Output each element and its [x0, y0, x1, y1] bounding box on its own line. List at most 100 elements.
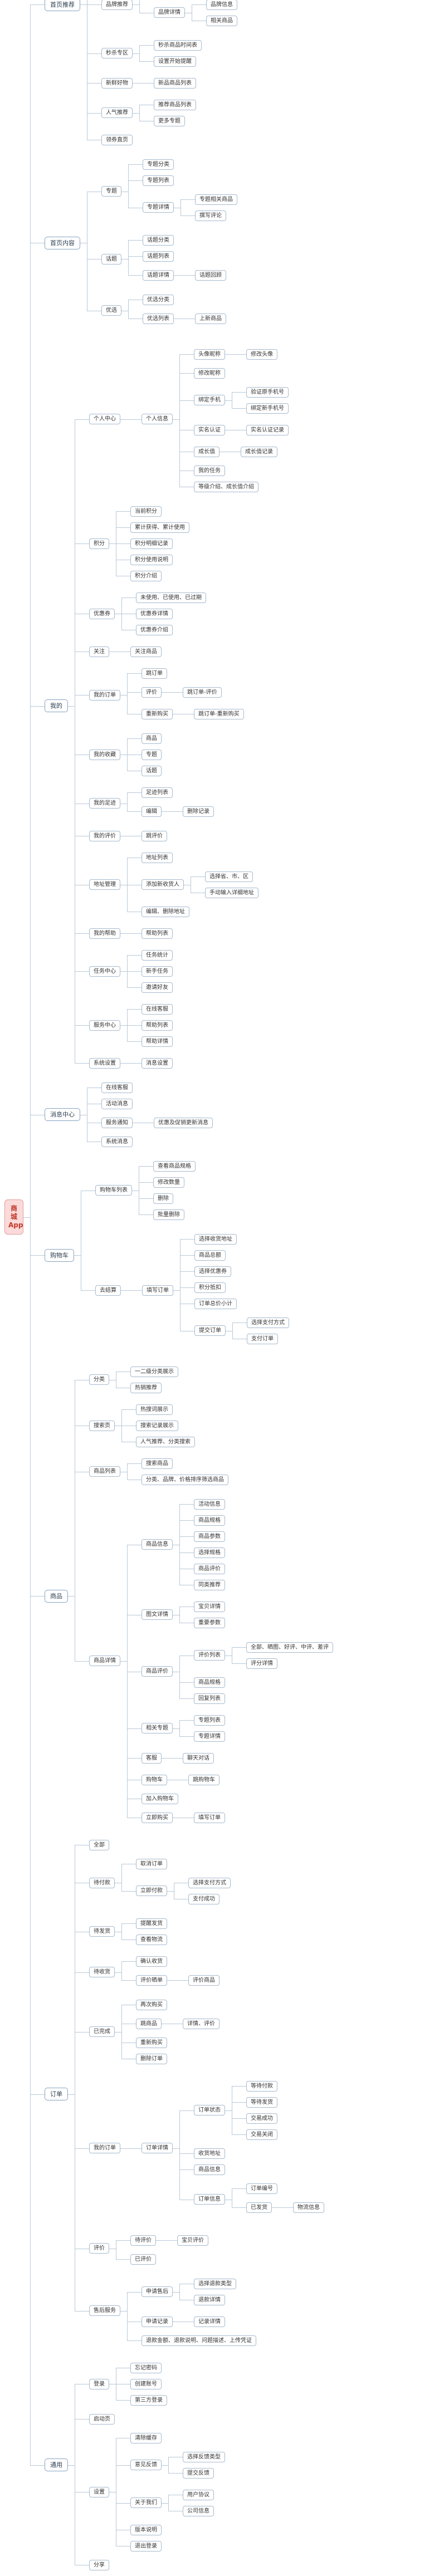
mindmap-node[interactable]: 专题 [101, 186, 121, 197]
mindmap-node[interactable]: 申请售后 [142, 2286, 173, 2297]
mindmap-node[interactable]: 交易成功 [246, 2113, 277, 2124]
branch-node[interactable]: 购物车 [45, 1248, 74, 1262]
mindmap-node[interactable]: 跳评价 [142, 830, 167, 841]
mindmap-node[interactable]: 服务中心 [89, 1020, 120, 1031]
mindmap-node[interactable]: 话题分类 [143, 234, 174, 246]
mindmap-node[interactable]: 立即付款 [136, 1886, 167, 1896]
mindmap-node[interactable]: 我的收藏 [89, 749, 120, 760]
mindmap-node[interactable]: 订单编号 [246, 2183, 277, 2194]
mindmap-node[interactable]: 我的评价 [89, 830, 120, 841]
mindmap-node[interactable]: 已发货 [246, 2202, 272, 2213]
mindmap-node[interactable]: 我的足迹 [89, 798, 120, 809]
mindmap-node[interactable]: 购物车 [142, 1774, 167, 1785]
mindmap-node[interactable]: 新品商品列表 [154, 77, 196, 89]
mindmap-node[interactable]: 系统设置 [89, 1057, 120, 1069]
mindmap-node[interactable]: 商品规格 [194, 1677, 225, 1688]
mindmap-node[interactable]: 消息设置 [142, 1057, 173, 1069]
mindmap-node[interactable]: 商品信息 [142, 1539, 173, 1550]
mindmap-node[interactable]: 清除缓存 [130, 2432, 162, 2443]
mindmap-node[interactable]: 重要参数 [194, 1617, 225, 1628]
mindmap-node[interactable]: 相关专题 [142, 1723, 173, 1733]
branch-node[interactable]: 首页内容 [45, 236, 80, 249]
mindmap-node[interactable]: 聊天对话 [183, 1752, 214, 1764]
mindmap-node[interactable]: 秒杀专区 [101, 48, 133, 58]
mindmap-node[interactable]: 创建账号 [130, 2378, 162, 2389]
mindmap-node[interactable]: 商品 [142, 733, 162, 744]
mindmap-node[interactable]: 跳购物车 [188, 1774, 220, 1785]
mindmap-node[interactable]: 等待发货 [246, 2097, 277, 2108]
mindmap-node[interactable]: 专题 [142, 749, 162, 760]
mindmap-node[interactable]: 优选分类 [143, 294, 174, 305]
mindmap-node[interactable]: 删除订单 [136, 2053, 167, 2064]
mindmap-node[interactable]: 优惠券介绍 [136, 624, 173, 635]
mindmap-node[interactable]: 系统消息 [101, 1136, 133, 1147]
mindmap-node[interactable]: 商品规格 [194, 1515, 225, 1526]
mindmap-node[interactable]: 订单总价小计 [194, 1298, 237, 1309]
mindmap-node[interactable]: 立即购买 [142, 1812, 173, 1823]
mindmap-node[interactable]: 选择收货地址 [194, 1233, 237, 1245]
mindmap-node[interactable]: 待发货 [89, 1926, 115, 1937]
mindmap-node[interactable]: 更多专题 [154, 115, 185, 126]
mindmap-node[interactable]: 记录详情 [194, 2316, 225, 2327]
mindmap-node[interactable]: 查看物流 [136, 1934, 167, 1945]
mindmap-node[interactable]: 秒杀商品时间表 [154, 40, 202, 51]
mindmap-node[interactable]: 专题详情 [194, 1731, 225, 1742]
mindmap-node[interactable]: 分类 [89, 1374, 109, 1385]
mindmap-node[interactable]: 优选列表 [143, 313, 174, 324]
mindmap-node[interactable]: 等级介绍、成长值介绍 [194, 481, 258, 492]
mindmap-node[interactable]: 修改昵称 [194, 368, 225, 379]
mindmap-node[interactable]: 优惠券 [89, 608, 115, 619]
mindmap-node[interactable]: 批量删除 [153, 1209, 184, 1220]
mindmap-node[interactable]: 人气推荐 [101, 107, 133, 118]
mindmap-node[interactable]: 提醒发货 [136, 1918, 167, 1929]
mindmap-node[interactable]: 足迹列表 [142, 787, 173, 798]
mindmap-node[interactable]: 选择反馈类型 [183, 2451, 225, 2462]
mindmap-node[interactable]: 交易关闭 [246, 2129, 277, 2140]
mindmap-node[interactable]: 全部 [89, 1839, 109, 1850]
mindmap-node[interactable]: 成长值 [194, 446, 220, 457]
mindmap-node[interactable]: 待收货 [89, 1967, 115, 1977]
mindmap-node[interactable]: 加入购物车 [142, 1793, 178, 1804]
mindmap-node[interactable]: 意见反馈 [130, 2460, 162, 2470]
mindmap-node[interactable]: 任务统计 [142, 949, 173, 961]
mindmap-node[interactable]: 跳订单-重新购买 [194, 708, 244, 719]
mindmap-node[interactable]: 选择规格 [194, 1547, 225, 1558]
mindmap-node[interactable]: 在线客服 [101, 1082, 133, 1093]
mindmap-node[interactable]: 取消订单 [136, 1858, 167, 1869]
mindmap-node[interactable]: 积分 [89, 538, 109, 549]
mindmap-node[interactable]: 相关商品 [206, 15, 237, 26]
mindmap-node[interactable]: 服务通知 [101, 1117, 133, 1128]
mindmap-node[interactable]: 选择支付方式 [188, 1877, 231, 1888]
mindmap-node[interactable]: 地址列表 [142, 852, 173, 863]
mindmap-node[interactable]: 选择退款类型 [194, 2278, 236, 2289]
branch-node[interactable]: 消息中心 [45, 1108, 80, 1121]
mindmap-node[interactable]: 头像昵称 [194, 349, 225, 360]
mindmap-node[interactable]: 个人信息 [142, 414, 173, 424]
mindmap-node[interactable]: 专题详情 [143, 202, 174, 213]
mindmap-node[interactable]: 详情、评价 [183, 2018, 220, 2029]
mindmap-node[interactable]: 设置 [89, 2486, 109, 2497]
mindmap-node[interactable]: 任务中心 [89, 966, 120, 977]
mindmap-node[interactable]: 重新购买 [142, 708, 173, 719]
mindmap-node[interactable]: 品牌信息 [206, 0, 237, 10]
mindmap-node[interactable]: 专题列表 [194, 1715, 225, 1726]
mindmap-node[interactable]: 去结算 [95, 1285, 121, 1296]
mindmap-node[interactable]: 订单详情 [142, 2143, 173, 2153]
branch-node[interactable]: 通用 [45, 2459, 68, 2471]
mindmap-node[interactable]: 售后服务 [89, 2305, 120, 2316]
mindmap-node[interactable]: 设置开始提醒 [154, 56, 196, 67]
mindmap-node[interactable]: 删除 [153, 1193, 173, 1204]
mindmap-node[interactable]: 优选 [101, 305, 121, 316]
mindmap-node[interactable]: 退款详情 [194, 2294, 225, 2305]
mindmap-node[interactable]: 累计获得、累计使用 [130, 522, 189, 533]
mindmap-node[interactable]: 回复列表 [194, 1693, 225, 1704]
mindmap-node[interactable]: 地址管理 [89, 879, 120, 890]
mindmap-node[interactable]: 删除记录 [183, 806, 214, 817]
mindmap-node[interactable]: 选择支付方式 [247, 1317, 289, 1328]
mindmap-node[interactable]: 活动消息 [101, 1098, 133, 1109]
mindmap-node[interactable]: 选择优惠券 [194, 1266, 231, 1277]
mindmap-node[interactable]: 物流信息 [293, 2202, 324, 2213]
mindmap-node[interactable]: 跳订单 [142, 668, 167, 679]
mindmap-node[interactable]: 搜索记录展示 [136, 1420, 178, 1431]
mindmap-node[interactable]: 一二级分类展示 [130, 1366, 178, 1377]
